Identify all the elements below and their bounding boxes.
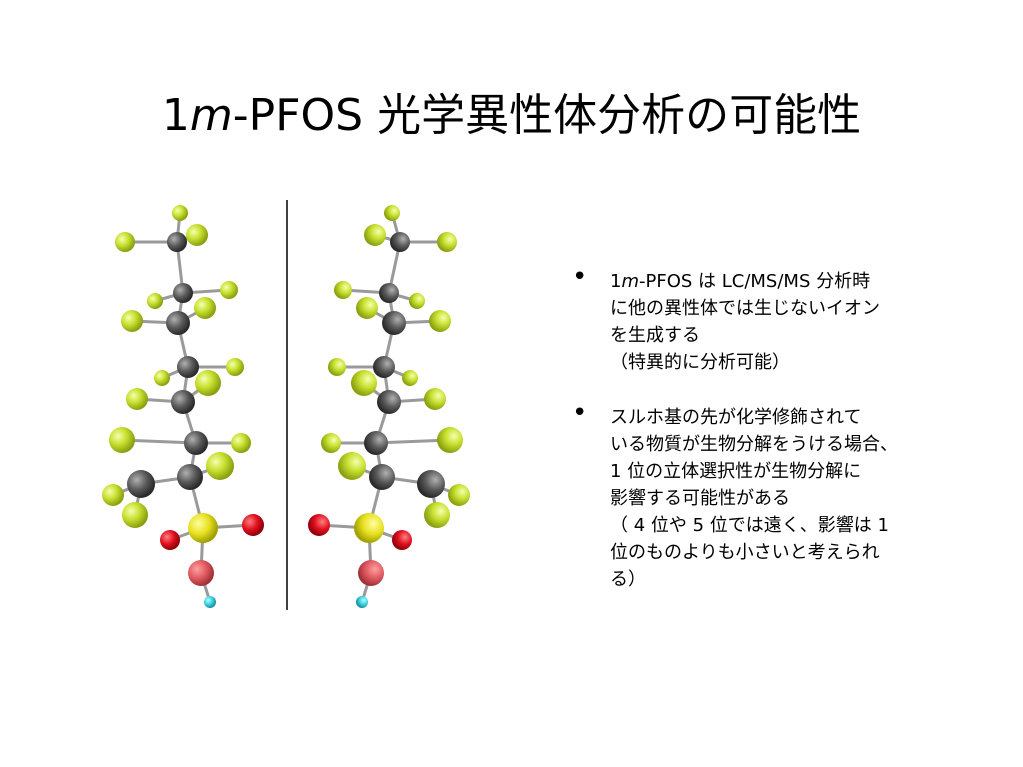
bullet-line: スルホ基の先が化学修飾されて [610, 407, 862, 428]
bullet-line: 影響する可能性がある [610, 488, 790, 509]
bullet-line: 位のものよりも小さいと考えられ [610, 542, 880, 563]
bullet-line: に他の異性体では生じないイオン [610, 298, 880, 319]
bullet-item-1: • 1m-PFOS は LC/MS/MS 分析時 に他の異性体では生じないイオン… [572, 264, 992, 376]
molecule-left-atoms [102, 205, 264, 608]
bullet-line: （ 4 位や 5 位では遠く、影響は 1 [610, 515, 889, 536]
slide-title: 1m-PFOS 光学異性体分析の可能性 [161, 90, 862, 141]
bullet-line: いる物質が生物分解をうける場合、 [610, 434, 898, 455]
molecule-models [102, 200, 470, 610]
bullet-item-2: • スルホ基の先が化学修飾されて いる物質が生物分解をうける場合、 1 位の立体… [572, 400, 992, 593]
bullet-dot: • [572, 262, 588, 292]
bullet-line: 1m-PFOS は LC/MS/MS 分析時 [610, 271, 871, 292]
molecule-right [308, 205, 470, 608]
bullet-dot: • [572, 398, 588, 428]
bullet-line: を生成する [610, 325, 700, 346]
bullet-list: • 1m-PFOS は LC/MS/MS 分析時 に他の異性体では生じないイオン… [572, 264, 992, 621]
bullet-line: 1 位の立体選択性が生物分解に [610, 461, 862, 482]
bullet-line: る） [610, 569, 646, 590]
bullet-line: （特異的に分析可能） [610, 352, 790, 373]
